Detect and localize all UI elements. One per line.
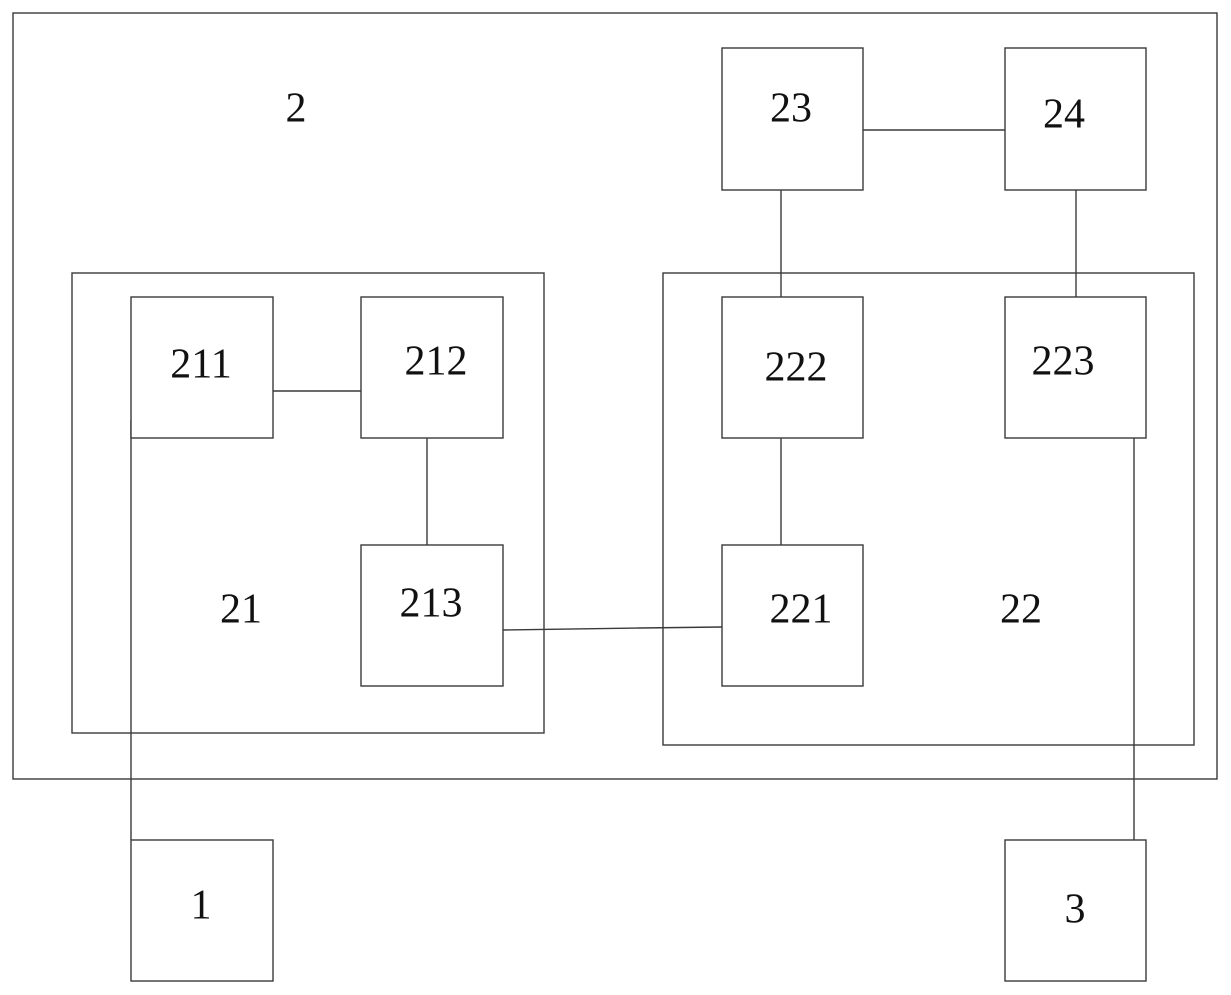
label-block-223: 223 <box>1032 339 1095 385</box>
label-block-211: 211 <box>170 342 231 388</box>
label-block-23: 23 <box>770 86 812 132</box>
block-223 <box>1004 296 1147 439</box>
block-221 <box>721 544 864 687</box>
block-24 <box>1004 47 1147 191</box>
label-module-21: 21 <box>220 587 262 633</box>
label-block-3: 3 <box>1065 887 1086 933</box>
block-1 <box>130 839 274 982</box>
module-21-frame <box>71 272 545 734</box>
block-212 <box>360 296 504 439</box>
label-block-24: 24 <box>1043 92 1085 138</box>
label-block-1: 1 <box>191 883 212 929</box>
label-block-222: 222 <box>765 345 828 391</box>
label-module-22: 22 <box>1000 587 1042 633</box>
block-3 <box>1004 839 1147 982</box>
link-213-221 <box>502 626 723 631</box>
block-213 <box>360 544 504 687</box>
label-block-213: 213 <box>400 581 463 627</box>
label-system: 2 <box>286 86 307 132</box>
system-frame <box>12 12 1218 780</box>
block-222 <box>721 296 864 439</box>
module-22-frame <box>662 272 1195 746</box>
label-block-221: 221 <box>770 587 833 633</box>
label-block-212: 212 <box>405 339 468 385</box>
block-23 <box>721 47 864 191</box>
block-211 <box>130 296 274 439</box>
